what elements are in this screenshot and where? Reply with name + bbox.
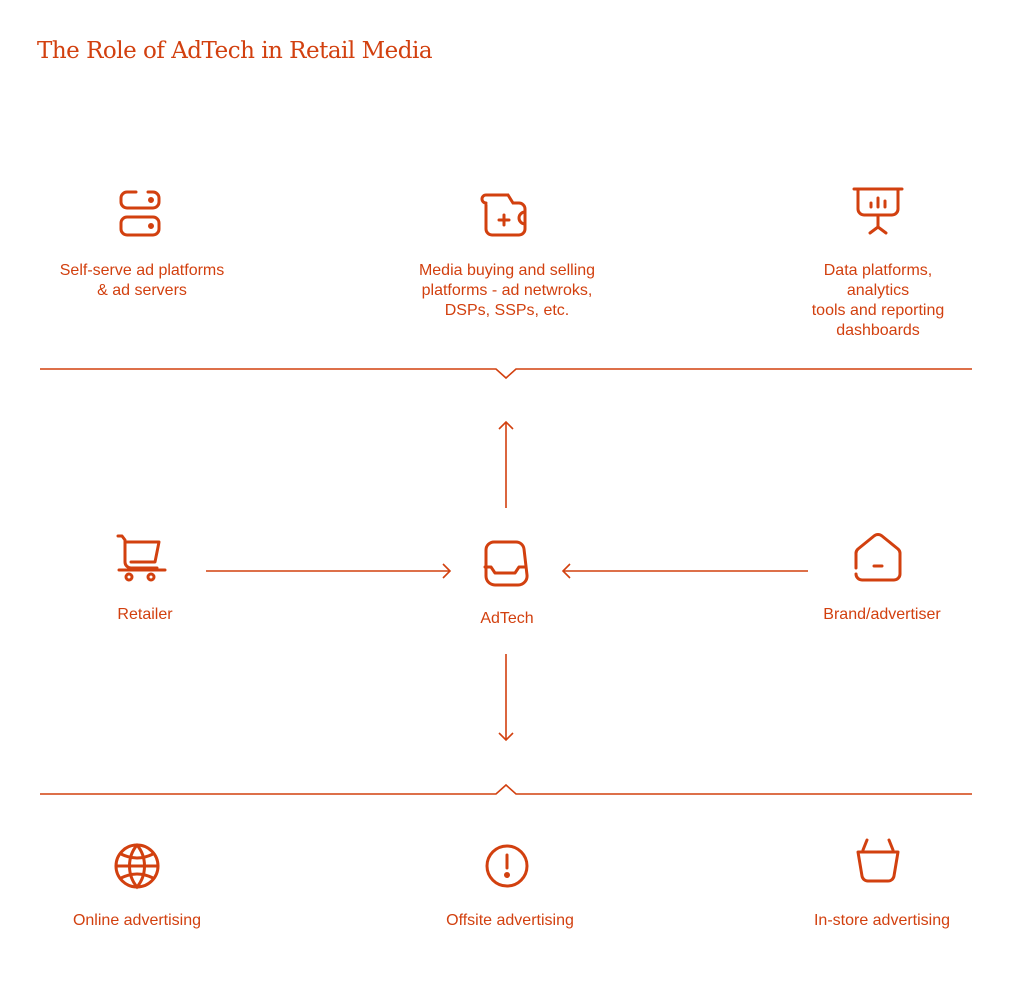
label-brand-advertiser: Brand/advertiser: [823, 606, 941, 623]
shopping-cart-icon: [114, 530, 170, 586]
label-retailer: Retailer: [117, 606, 173, 623]
page-title: The Role of AdTech in Retail Media: [37, 38, 433, 64]
label-offsite-advertising: Offsite advertising: [446, 912, 574, 929]
label-adtech: AdTech: [480, 610, 534, 627]
inbox-icon: [478, 536, 534, 592]
basket-icon: [850, 834, 906, 890]
bottom-divider: [40, 783, 972, 795]
arrow-left-from-brand: [561, 563, 808, 579]
arrow-right-from-retailer: [206, 563, 452, 579]
wallet-icon: [478, 184, 534, 240]
label-online-advertising: Online advertising: [72, 912, 202, 929]
label-self-serve-platforms: Self-serve ad platforms & ad servers: [59, 262, 225, 299]
server-icon: [114, 187, 170, 243]
label-data-platforms: Data platforms, analytics tools and repo…: [811, 262, 945, 339]
top-divider: [40, 368, 972, 380]
alert-circle-icon: [479, 838, 535, 894]
arrow-up: [498, 420, 514, 508]
presentation-chart-icon: [850, 184, 906, 240]
label-instore-advertising: In-store advertising: [813, 912, 951, 929]
home-icon: [850, 530, 906, 586]
arrow-down: [498, 654, 514, 742]
globe-icon: [109, 838, 165, 894]
label-media-buying-platforms: Media buying and selling platforms - ad …: [418, 262, 596, 319]
